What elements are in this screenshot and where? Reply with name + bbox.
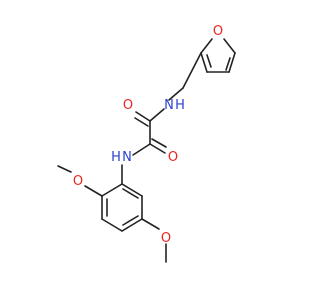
carbonyl-oxygen-label: O [123, 98, 133, 113]
amide-nitrogen-label: N [164, 98, 174, 113]
bond [132, 143, 151, 156]
bond [122, 215, 139, 226]
linker-bonds [149, 52, 202, 122]
furan-ring [200, 38, 236, 73]
methoxy-oxygen-label: O [73, 174, 83, 189]
methoxy-2 [141, 218, 167, 263]
bond [101, 218, 123, 232]
bond [225, 57, 231, 71]
bond [135, 111, 151, 122]
furan-oxygen-label: O [213, 24, 223, 39]
methoxy-1 [57, 165, 103, 197]
bond [141, 218, 160, 230]
bond [149, 108, 165, 122]
bond [200, 52, 208, 73]
carbonyl-oxygen-label: O [168, 150, 178, 165]
bond [121, 183, 143, 197]
molecule-structure: O O O N H N H O O [57, 24, 236, 263]
bond [151, 138, 167, 148]
amide-hydrogen-label: H [111, 150, 121, 165]
atom-labels: O O O N H N H O O [73, 24, 223, 246]
bond [182, 52, 202, 89]
bond [228, 52, 236, 73]
bond [223, 38, 236, 54]
bond [134, 117, 149, 127]
structure-svg: O O O N H N H O O [57, 24, 236, 263]
bond [101, 183, 123, 197]
amide-nitrogen-label: N [122, 150, 132, 165]
benzene-ring [101, 183, 143, 232]
bond [57, 165, 72, 173]
bond [121, 218, 143, 232]
bond [84, 185, 103, 197]
bond [149, 143, 166, 154]
bond [206, 54, 212, 68]
amide-hydrogen-label: H [175, 98, 185, 113]
oxalamide-core [132, 111, 167, 156]
bond [122, 188, 139, 199]
methoxy-oxygen-label: O [161, 231, 171, 246]
bond [168, 87, 184, 101]
bond [200, 38, 213, 54]
